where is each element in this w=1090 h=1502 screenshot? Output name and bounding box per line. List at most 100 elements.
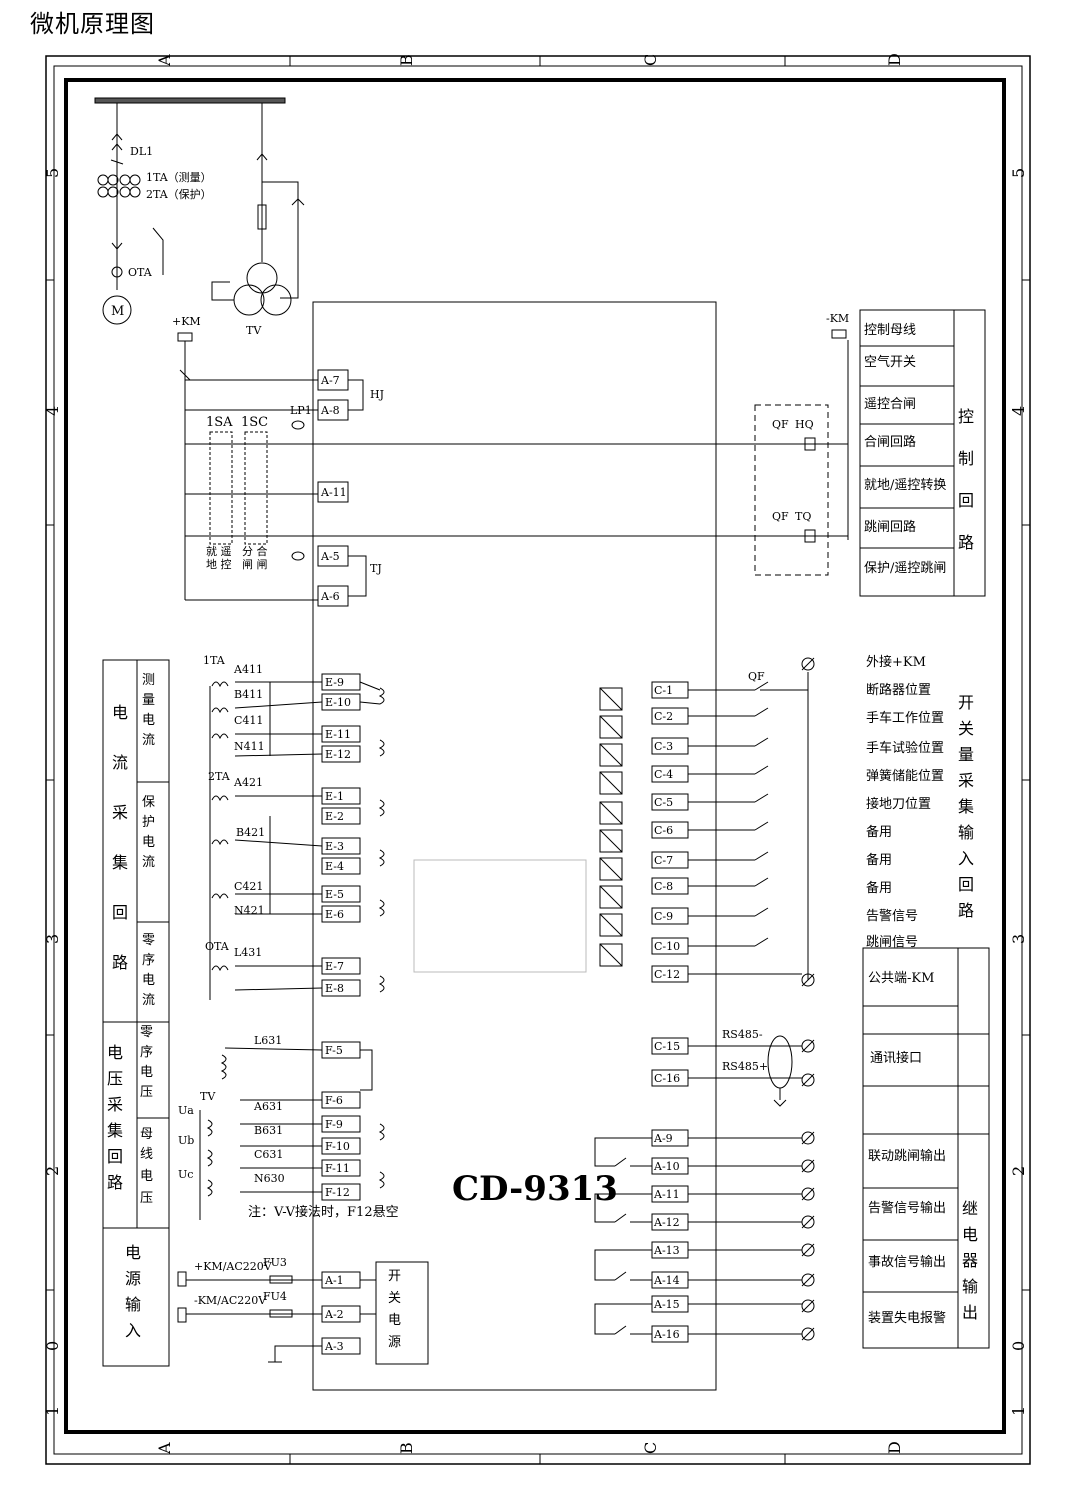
lbl-a631: A631 (253, 1100, 283, 1113)
sa-note-2: 地 控 (206, 557, 232, 571)
l631-label: L631 (254, 1034, 282, 1047)
term-a15: A-15 (653, 1298, 680, 1311)
term-e8: E-8 (325, 982, 344, 995)
grid-row-right-1: 5 (1009, 168, 1028, 178)
grid-row-right-2: 4 (1009, 406, 1028, 416)
term-f11: F-11 (325, 1162, 350, 1175)
cur-title-5: 回 (112, 903, 128, 922)
tv-label: TV (200, 1090, 216, 1103)
term-f12: F-12 (325, 1186, 350, 1199)
drawing-frame (45, 55, 1031, 1465)
meas-2: 量 (142, 693, 155, 708)
hq-label: HQ (795, 418, 814, 431)
grid-row-right-4: 2 (1009, 1166, 1028, 1176)
ub-label: Ub (178, 1134, 194, 1147)
terminal-a5: A-5 (320, 550, 340, 563)
grid-col-bot-4: D (885, 1441, 904, 1454)
fu3-label: FU3 (263, 1256, 287, 1269)
voltage-section (102, 1021, 385, 1229)
ro-title-2: 电 (962, 1225, 978, 1244)
volt-title-3: 采 (107, 1095, 123, 1114)
bi-title-1: 开 (958, 693, 974, 712)
grid-row-left-3: 3 (43, 934, 62, 944)
term-e5: E-5 (325, 888, 344, 901)
term-a2: A-2 (324, 1308, 344, 1321)
psu-2: 关 (388, 1291, 401, 1306)
term-c7: C-7 (654, 854, 673, 867)
term-f10: F-10 (325, 1140, 350, 1153)
grid-row-left-2: 4 (43, 406, 62, 416)
page-title: 微机原理图 (30, 10, 155, 38)
breaker-label: DL1 (130, 145, 153, 158)
term-a3: A-3 (324, 1340, 344, 1353)
term-f6: F-6 (325, 1094, 343, 1107)
ctrl-title-4: 路 (958, 533, 974, 552)
lbl-c631: C631 (254, 1148, 283, 1161)
lbl-b411: B411 (234, 688, 263, 701)
term-a10: A-10 (653, 1160, 680, 1173)
ctrl-row-7: 保护/遥控跳闸 (864, 561, 946, 576)
ro-row-3: 事故信号输出 (868, 1254, 946, 1270)
grid-col-bot-1: A (155, 1442, 174, 1455)
ro-title-3: 器 (962, 1251, 978, 1270)
voltage-labels: 电 压 采 集 回 路 零 序 电 压 母 线 电 压 L631 TV Ua U… (107, 1025, 399, 1220)
cur-title-6: 路 (112, 953, 128, 972)
zero-2: 序 (142, 953, 155, 968)
ctrl-row-1: 控制母线 (864, 323, 916, 338)
vv-note: 注：V-V接法时，F12悬空 (248, 1204, 399, 1220)
term-c1: C-1 (654, 684, 673, 697)
ro-row-4: 装置失电报警 (868, 1310, 946, 1326)
ro-title-1: 继 (962, 1199, 978, 1218)
vbus-2: 线 (140, 1147, 153, 1162)
terminal-a6: A-6 (320, 590, 340, 603)
term-e6: E-6 (325, 908, 344, 921)
current-labels: 电 流 采 集 回 路 测 量 电 流 保 护 电 流 零 序 电 流 1TA … (112, 654, 351, 1008)
km-minus-label: -KM (826, 312, 849, 325)
bi-title-3: 量 (958, 745, 974, 764)
bi-row-5: 接地刀位置 (866, 796, 931, 812)
control-left-labels: +KM 1SA 1SC LP1 HJ TJ 就 遥 地 控 分 合 闸 闸 A-… (172, 312, 849, 603)
volt-title-4: 集 (107, 1121, 123, 1140)
ro-title-5: 出 (962, 1303, 978, 1322)
grid-col-top-1: A (155, 54, 174, 67)
terminal-a7: A-7 (320, 374, 340, 387)
lbl-a421: A421 (233, 776, 263, 789)
term-e10: E-10 (325, 696, 351, 709)
term-a9: A-9 (653, 1132, 673, 1145)
hj-label: HJ (370, 388, 384, 401)
fu4-label: FU4 (263, 1290, 287, 1303)
grid-col-top-3: C (641, 54, 660, 66)
ct0-label: OTA (205, 940, 230, 953)
term-a16: A-16 (653, 1328, 680, 1341)
ctrl-row-3: 遥控合闸 (864, 397, 916, 412)
volt-title-6: 路 (107, 1173, 123, 1192)
meas-3: 电 (142, 713, 155, 728)
grid-row-left-5: 0 (43, 1341, 62, 1351)
prot-1: 保 (142, 795, 155, 810)
bi-row-2: 手车工作位置 (866, 710, 944, 726)
vzero-4: 压 (140, 1085, 153, 1100)
relay-output-circuit (594, 1129, 815, 1343)
grid-row-right-6: 1 (1009, 1406, 1028, 1416)
vbus-4: 压 (140, 1191, 153, 1206)
sc-note-2: 闸 闸 (242, 558, 268, 571)
ctrl-row-5: 就地/遥控转换 (864, 478, 946, 493)
term-e3: E-3 (325, 840, 344, 853)
psu-1: 开 (388, 1269, 401, 1284)
term-e2: E-2 (325, 810, 344, 823)
grid-row-left-1: 5 (43, 168, 62, 178)
device-inner-panel (413, 859, 587, 973)
psu-3: 电 (388, 1313, 401, 1328)
comm-label: 通讯接口 (870, 1050, 922, 1066)
sc-label: 1SC (241, 415, 268, 430)
binary-input-labels: QF 外接+KM 断路器位置 手车工作位置 手车试验位置 弹簧储能位置 接地刀位… (654, 654, 974, 981)
vzero-2: 序 (140, 1045, 153, 1060)
grid-row-right-5: 0 (1009, 1341, 1028, 1351)
ctrl-row-4: 合闸回路 (864, 434, 916, 450)
ct1-label: 1TA (203, 654, 226, 667)
control-table-labels: 控制母线 空气开关 遥控合闸 合闸回路 就地/遥控转换 跳闸回路 保护/遥控跳闸… (864, 323, 974, 576)
ctrl-title-2: 制 (958, 449, 974, 468)
lower-right-table (862, 947, 990, 1349)
grid-row-right-3: 3 (1009, 934, 1028, 944)
term-f5: F-5 (325, 1044, 343, 1057)
